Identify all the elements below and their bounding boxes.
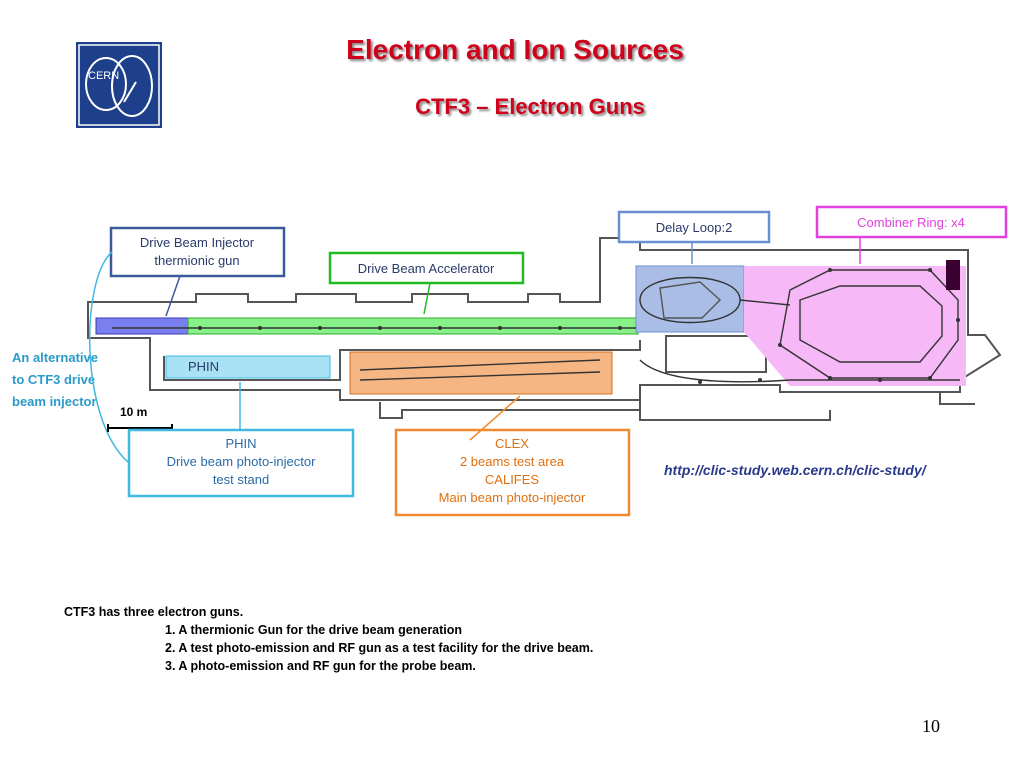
alternative-label-3: beam injector bbox=[12, 394, 97, 409]
cern-logo: CERN bbox=[76, 42, 162, 128]
phin-box-line-1: PHIN bbox=[225, 436, 256, 451]
clex-box-line-2: 2 beams test area bbox=[460, 454, 565, 469]
combiner-ring-label: Combiner Ring: x4 bbox=[857, 215, 965, 230]
notes-item-1: 1. A thermionic Gun for the drive beam g… bbox=[165, 623, 463, 637]
beam-components bbox=[198, 260, 960, 384]
delay-loop-label: Delay Loop:2 bbox=[656, 220, 733, 235]
injector-arrow bbox=[165, 275, 181, 317]
page-subtitle: CTF3 – Electron Guns bbox=[415, 94, 645, 119]
drive-beam-accelerator-box bbox=[328, 251, 525, 285]
clic-study-link[interactable]: http://clic-study.web.cern.ch/clic-study… bbox=[664, 462, 928, 478]
drive-beam-injector-label-1: Drive Beam Injector bbox=[140, 235, 255, 250]
notes-item-3: 3. A photo-emission and RF gun for the p… bbox=[165, 659, 476, 673]
logo-text: CERN bbox=[88, 70, 119, 82]
clex-box-line-3: CALIFES bbox=[485, 472, 540, 487]
clex-box-line-1: CLEX bbox=[495, 436, 529, 451]
phin-box-line-3: test stand bbox=[213, 472, 269, 487]
drive-beam-injector-box bbox=[109, 226, 286, 278]
page-title: Electron and Ion Sources bbox=[346, 34, 684, 65]
alternative-label-2: to CTF3 drive bbox=[12, 372, 95, 387]
clex-box-line-4: Main beam photo-injector bbox=[439, 490, 586, 505]
accelerator-strip bbox=[187, 317, 639, 335]
clex-box bbox=[394, 428, 631, 517]
combiner-ring-box bbox=[815, 205, 1008, 239]
alternative-label-1: An alternative bbox=[12, 350, 98, 365]
ctf3-facility-diagram: Drive Beam Injector thermionic gun Drive… bbox=[12, 205, 1008, 517]
page-number: 10 bbox=[922, 716, 940, 736]
notes-item-2: 2. A test photo-emission and RF gun as a… bbox=[165, 641, 594, 655]
notes-intro: CTF3 has three electron guns. bbox=[64, 605, 244, 619]
alternative-bracket bbox=[88, 251, 129, 463]
clex-arrow bbox=[469, 395, 521, 441]
drive-beam-injector-label-2: thermionic gun bbox=[154, 253, 239, 268]
scale-label: 10 m bbox=[120, 405, 147, 419]
injector-strip bbox=[95, 317, 189, 335]
phin-area-label: PHIN bbox=[188, 359, 219, 374]
drive-beam-accelerator-label: Drive Beam Accelerator bbox=[358, 261, 495, 276]
phin-box-line-2: Drive beam photo-injector bbox=[167, 454, 317, 469]
clex-area bbox=[349, 351, 613, 395]
delay-loop-box bbox=[617, 210, 771, 244]
beam-lines bbox=[112, 269, 960, 383]
combiner-ring-area bbox=[744, 266, 966, 386]
accelerator-arrow bbox=[423, 282, 431, 315]
notes-block: CTF3 has three electron guns. 1. A therm… bbox=[64, 603, 593, 675]
phin-box bbox=[127, 428, 355, 498]
phin-area bbox=[165, 355, 331, 379]
